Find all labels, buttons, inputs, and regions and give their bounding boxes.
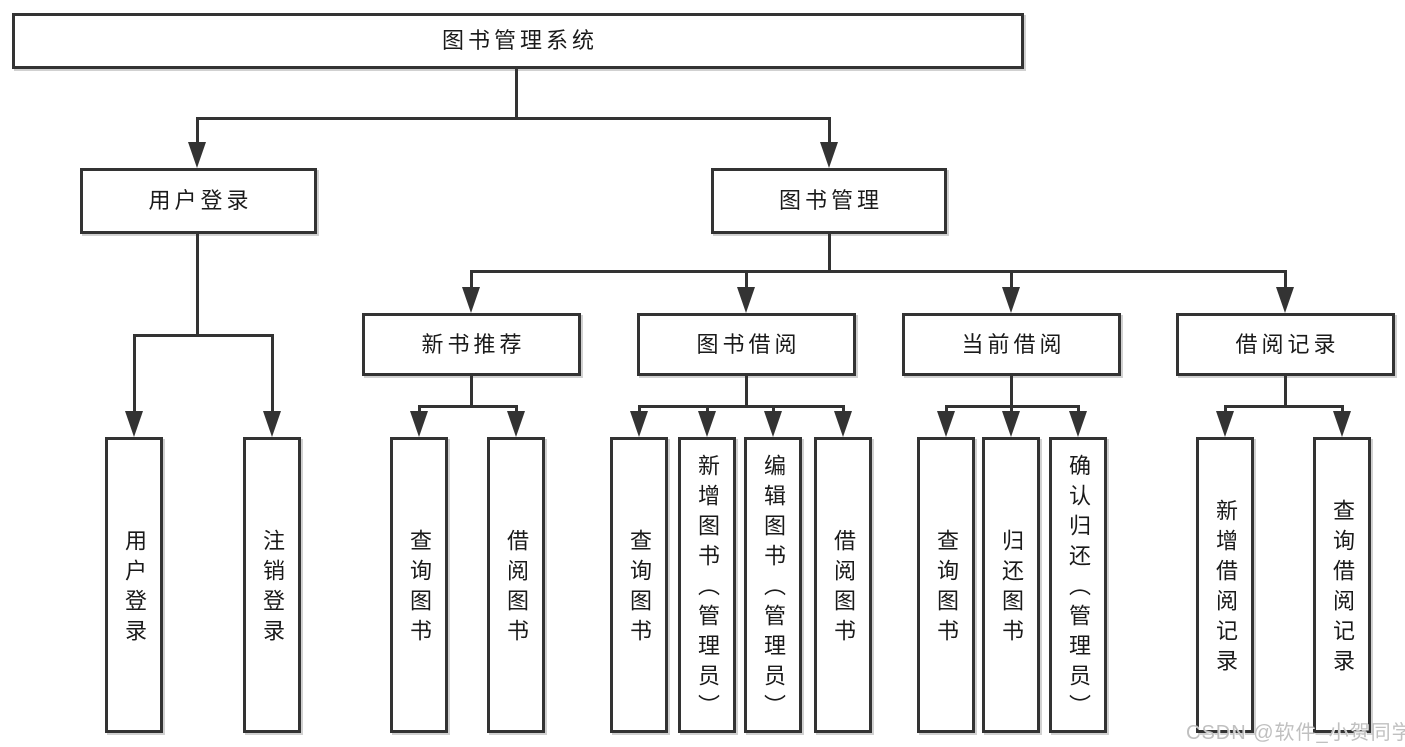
node-label: 查询图书 [627, 529, 652, 649]
arrowhead-down-icon [630, 411, 648, 437]
node-label: 归还图书 [999, 529, 1024, 649]
arrowhead-down-icon [125, 411, 143, 437]
node-new-book-recommend: 新书推荐 [362, 313, 581, 376]
node-label: 借阅图书 [831, 529, 856, 649]
node-user-login: 用户登录 [80, 168, 317, 234]
leaf-user-login: 用户登录 [105, 437, 163, 733]
leaf-query-books-recommend: 查询图书 [390, 437, 448, 733]
node-label: 用户登录 [122, 529, 147, 649]
connector-root-drop-left [195, 117, 199, 143]
node-borrowing-records: 借阅记录 [1176, 313, 1395, 376]
leaf-borrow-books-borrowing: 借阅图书 [814, 437, 872, 733]
arrowhead-down-icon [263, 411, 281, 437]
node-book-borrowing: 图书借阅 [637, 313, 856, 376]
connector-userlogin-drop-1 [132, 334, 136, 412]
node-label: 确认归还（管理员） [1066, 454, 1091, 724]
node-label: 查询图书 [407, 529, 432, 649]
node-label: 用户登录 [148, 188, 253, 213]
arrowhead-down-icon [1002, 287, 1020, 313]
connector-bookborrow-drop-3 [771, 405, 775, 413]
node-label: 编辑图书（管理员） [761, 454, 786, 724]
node-label: 图书管理系统 [441, 28, 598, 53]
leaf-query-borrow-record: 查询借阅记录 [1313, 437, 1371, 733]
connector-currentborrow-drop-1 [944, 405, 948, 413]
leaf-query-books-current: 查询图书 [917, 437, 975, 733]
connector-bookmgmt-drop-1 [469, 270, 473, 288]
arrowhead-down-icon [188, 142, 206, 168]
leaf-add-borrow-record: 新增借阅记录 [1196, 437, 1254, 733]
connector-bookborrow-drop-2 [705, 405, 709, 413]
node-label: 新书推荐 [421, 331, 526, 357]
leaf-borrow-books-recommend: 借阅图书 [487, 437, 545, 733]
connector-bookborrow-drop-4 [841, 405, 845, 413]
connector-bookborrow-rail [637, 405, 845, 408]
connector-records-stem [1284, 376, 1287, 408]
arrowhead-down-icon [1069, 411, 1087, 437]
arrowhead-down-icon [1333, 411, 1351, 437]
node-label: 新增图书（管理员） [695, 454, 720, 724]
connector-records-drop-2 [1340, 405, 1344, 413]
arrowhead-down-icon [937, 411, 955, 437]
connector-bookborrow-drop-1 [637, 405, 641, 413]
connector-currentborrow-drop-3 [1076, 405, 1080, 413]
leaf-logout: 注销登录 [243, 437, 301, 733]
node-library-system: 图书管理系统 [12, 13, 1024, 69]
leaf-return-books: 归还图书 [982, 437, 1040, 733]
connector-newbook-drop-1 [417, 405, 421, 413]
connector-records-rail [1223, 405, 1344, 408]
arrowhead-down-icon [834, 411, 852, 437]
leaf-edit-books-admin: 编辑图书（管理员） [744, 437, 802, 733]
connector-userlogin-drop-2 [270, 334, 274, 412]
connector-bookborrow-stem [745, 376, 748, 408]
connector-bookmgmt-stem [827, 234, 831, 273]
node-label: 查询借阅记录 [1330, 499, 1355, 679]
arrowhead-down-icon [737, 287, 755, 313]
arrowhead-down-icon [1276, 287, 1294, 313]
connector-root-drop-right [827, 117, 831, 143]
connector-newbook-rail [417, 405, 518, 408]
connector-currentborrow-drop-2 [1009, 405, 1013, 413]
node-label: 新增借阅记录 [1213, 499, 1238, 679]
connector-newbook-stem [470, 376, 473, 408]
arrowhead-down-icon [1216, 411, 1234, 437]
leaf-add-books-admin: 新增图书（管理员） [678, 437, 736, 733]
node-label: 注销登录 [260, 529, 285, 649]
node-label: 当前借阅 [961, 331, 1066, 357]
arrowhead-down-icon [698, 411, 716, 437]
arrowhead-down-icon [507, 411, 525, 437]
arrowhead-down-icon [462, 287, 480, 313]
connector-bookmgmt-drop-3 [1009, 270, 1013, 288]
csdn-watermark: CSDN @软件_小贺同学 [1186, 722, 1405, 744]
node-current-borrowing: 当前借阅 [902, 313, 1121, 376]
connector-bookmgmt-drop-2 [744, 270, 748, 288]
node-book-management: 图书管理 [711, 168, 947, 234]
connector-userlogin-stem [195, 234, 199, 336]
arrowhead-down-icon [410, 411, 428, 437]
arrowhead-down-icon [1002, 411, 1020, 437]
connector-records-drop-1 [1223, 405, 1227, 413]
node-label: 借阅图书 [504, 529, 529, 649]
connector-root-stem [514, 69, 518, 120]
node-label: 图书管理 [778, 188, 883, 213]
connector-newbook-drop-2 [514, 405, 518, 413]
connector-bookmgmt-rail [469, 270, 1286, 273]
connector-bookmgmt-drop-4 [1283, 270, 1287, 288]
connector-userlogin-rail [132, 334, 274, 337]
leaf-query-books-borrowing: 查询图书 [610, 437, 668, 733]
connector-currentborrow-stem [1010, 376, 1013, 408]
arrowhead-down-icon [764, 411, 782, 437]
node-label: 查询图书 [934, 529, 959, 649]
arrowhead-down-icon [820, 142, 838, 168]
node-label: 借阅记录 [1235, 331, 1340, 357]
leaf-confirm-return-admin: 确认归还（管理员） [1049, 437, 1107, 733]
node-label: 图书借阅 [696, 331, 801, 357]
connector-root-rail [196, 117, 830, 120]
